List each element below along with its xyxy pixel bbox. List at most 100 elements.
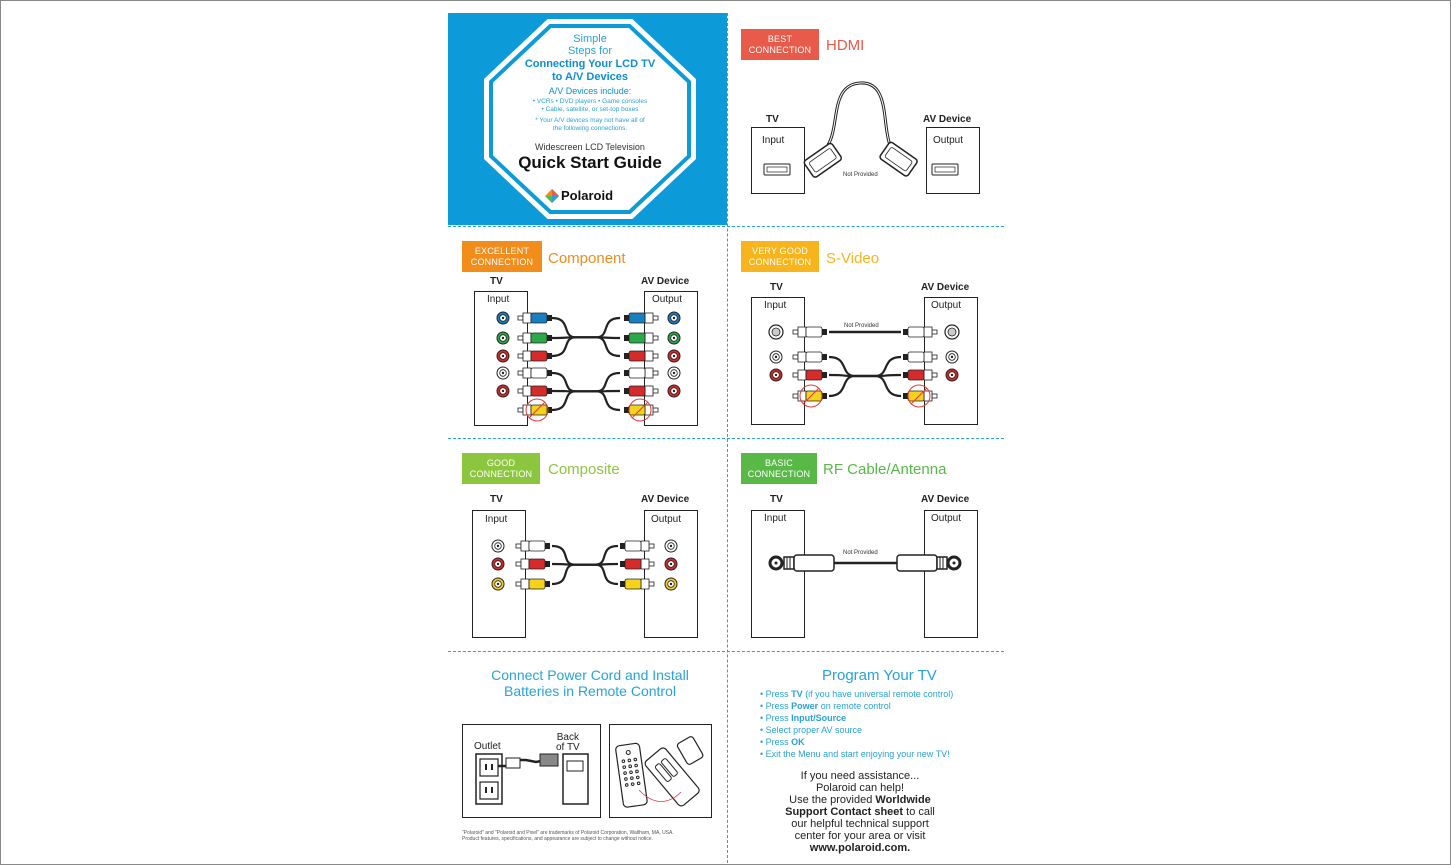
cover-note-2: the following connections. (552, 125, 628, 132)
help-line6: center for your area or visit (794, 830, 926, 842)
rf-badge: BASIC CONNECTION (741, 453, 817, 484)
component-plug-tv (517, 312, 552, 324)
composite-cable (551, 563, 619, 586)
component-plug-tv (517, 385, 552, 397)
svideo-audio-plug-av (903, 351, 938, 363)
svideo-av-label: AV Device (921, 282, 970, 293)
component-badge-line1: EXCELLENT (474, 245, 530, 256)
composite-output-label: Output (651, 514, 682, 525)
composite-av-jack (664, 557, 678, 571)
component-av-label: AV Device (641, 276, 690, 287)
component-plug-tv-yellow (517, 404, 552, 416)
composite-plug-tv (515, 558, 550, 570)
svideo-badge-line2: CONNECTION (748, 256, 812, 267)
composite-cable-diagram (491, 539, 678, 591)
svideo-tv-audio-jack (769, 350, 783, 364)
svideo-audio-plug-tv (792, 369, 827, 381)
program-step: • Press Power on remote control (760, 701, 891, 711)
component-video-cable (551, 336, 621, 358)
composite-input-label: Input (485, 514, 508, 525)
composite-plug-tv (515, 540, 550, 552)
help-line5: our helpful technical support (791, 818, 929, 830)
power-cord-diagram (475, 753, 589, 805)
component-video-cable (551, 316, 621, 339)
hdmi-cable-diagram (763, 81, 959, 178)
help-line3-pre: Use the provided (789, 794, 876, 806)
composite-cable (551, 544, 619, 566)
svideo-badge: VERY GOOD CONNECTION (741, 241, 819, 272)
composite-badge-line2: CONNECTION (469, 468, 533, 479)
polaroid-logo-text: Polaroid (561, 188, 614, 203)
composite-title: Composite (548, 461, 620, 478)
component-badge: EXCELLENT CONNECTION (462, 241, 542, 272)
rf-cable-diagram (768, 554, 962, 572)
footer-line1: "Polaroid" and "Polaroid and Pixel" are … (462, 830, 674, 836)
help-line4-post: to call (903, 806, 935, 818)
component-output-label: Output (652, 294, 683, 305)
hdmi-tv-label: TV (766, 114, 779, 125)
no-yellow-av-icon (907, 384, 931, 408)
composite-av-box (644, 510, 698, 638)
rf-output-label: Output (931, 513, 962, 524)
composite-plug-av (620, 540, 655, 552)
composite-badge-line1: GOOD (486, 457, 516, 468)
back-of-tv-label: Back of TV (556, 733, 580, 753)
no-yellow-av-icon (628, 398, 652, 422)
rf-plug-left (793, 554, 835, 572)
row-divider-3 (448, 651, 1004, 652)
component-plug-tv (517, 332, 552, 344)
rf-av-label: AV Device (921, 494, 970, 505)
rf-not-provided: Not Provided (843, 550, 878, 556)
help-line3-bold: Worldwide (875, 794, 931, 806)
hdmi-av-label: AV Device (923, 114, 972, 125)
help-url[interactable]: www.polaroid.com. (809, 842, 911, 854)
footer-line2: Product features, specifications, and ap… (462, 836, 653, 842)
cover-title-1: Connecting Your LCD TV (524, 58, 656, 70)
power-plug (505, 757, 521, 769)
svideo-audio-cable (828, 355, 902, 378)
composite-tv-jack (491, 577, 505, 591)
hdmi-not-provided: Not Provided (843, 172, 878, 178)
component-plug-tv (517, 367, 552, 379)
svideo-audio-plug-tv (792, 351, 827, 363)
rf-tv-label: TV (770, 494, 783, 505)
component-plug-av (624, 385, 659, 397)
program-step: • Press OK (760, 737, 805, 747)
rf-plug-right (896, 554, 938, 572)
cover-guide: Quick Start Guide (518, 153, 662, 172)
component-tv-label: TV (490, 276, 503, 287)
help-text: If you need assistance... Polaroid can h… (760, 770, 960, 854)
hdmi-plug-right (879, 141, 918, 177)
no-yellow-tv-icon (799, 384, 823, 408)
program-step: • Press TV (if you have universal remote… (760, 689, 954, 699)
polaroid-logo: Polaroid (545, 188, 635, 204)
footer-legal: "Polaroid" and "Polaroid and Pixel" are … (462, 830, 674, 842)
tv-power-plug (539, 753, 559, 767)
hdmi-plug-left (803, 142, 843, 178)
power-title: Connect Power Cord and Install Batteries… (475, 667, 705, 699)
composite-plug-av (620, 558, 655, 570)
svideo-av-audio-jack (945, 368, 959, 382)
svideo-cable-diagram (768, 324, 960, 408)
rf-tv-box (751, 510, 805, 638)
remote-battery-diagram (615, 736, 704, 808)
component-audio-cable (551, 390, 621, 412)
svideo-title: S-Video (826, 250, 880, 267)
hdmi-badge-line2: CONNECTION (748, 44, 812, 55)
svideo-av-audio-jack (945, 350, 959, 364)
help-line4: Support Contact sheet to call (760, 806, 960, 818)
component-av-jack (667, 366, 681, 380)
component-plug-av (624, 367, 659, 379)
help-line2: Polaroid can help! (815, 782, 905, 794)
cover-simple: Simple (573, 33, 607, 45)
polaroid-logo-icon (545, 189, 559, 203)
component-av-jack (667, 384, 681, 398)
composite-av-jack (664, 577, 678, 591)
cover-steps-for: Steps for (567, 45, 613, 57)
svideo-tv-jack (768, 324, 784, 340)
hdmi-tv-box (751, 127, 805, 194)
cover-octagon (493, 28, 687, 210)
remote-control-icon (615, 742, 648, 808)
component-tv-jack (496, 311, 510, 325)
composite-badge: GOOD CONNECTION (462, 453, 540, 484)
